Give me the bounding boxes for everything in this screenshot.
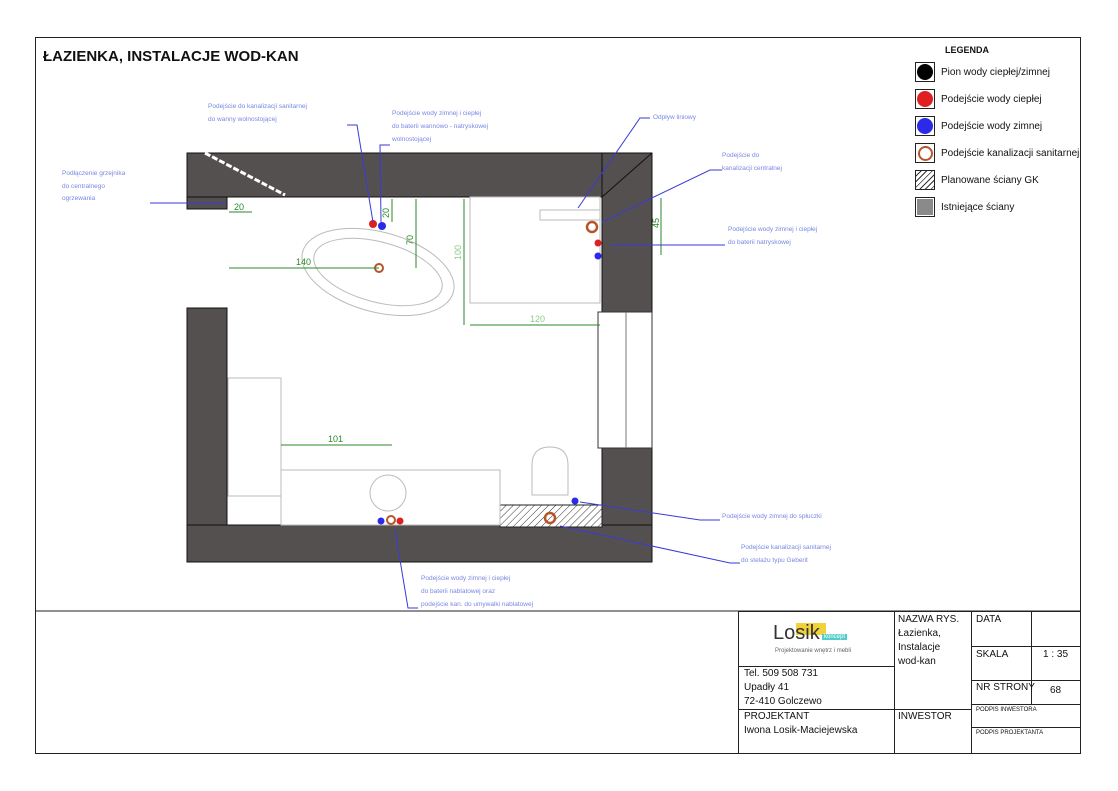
svg-text:70: 70 xyxy=(405,235,415,245)
svg-text:Podejście wody zimnej i ciepłe: Podejście wody zimnej i ciepłej xyxy=(421,575,510,582)
svg-text:kanalizacji centralnej: kanalizacji centralnej xyxy=(722,165,782,172)
svg-text:Podejście do kanalizacji sanit: Podejście do kanalizacji sanitarnej xyxy=(208,103,307,110)
svg-text:101: 101 xyxy=(328,434,343,444)
svg-text:do baterii wannowo - natryskow: do baterii wannowo - natryskowej xyxy=(392,123,488,130)
cold-water-icon xyxy=(917,118,933,134)
drawing-title: ŁAZIENKA, INSTALACJE WOD-KAN xyxy=(43,48,299,65)
svg-text:do wanny wolnostojącej: do wanny wolnostojącej xyxy=(208,116,277,123)
dimension-labels: 20 20 70 140 100 120 45 101 xyxy=(234,202,661,444)
legend: LEGENDA Pion wody ciepłej/zimnej Podejśc… xyxy=(915,45,1079,223)
legend-item: Podejście wody ciepłej xyxy=(915,88,1079,110)
legend-item: Podejście wody zimnej xyxy=(915,115,1079,137)
svg-text:Podejście wody zimnej do spłuc: Podejście wody zimnej do spłuczki xyxy=(722,513,822,520)
svg-text:45: 45 xyxy=(651,218,661,228)
svg-text:do baterii nablatowej oraz: do baterii nablatowej oraz xyxy=(421,588,495,595)
dimension-lines xyxy=(229,198,662,446)
svg-text:wolnostojącej: wolnostojącej xyxy=(391,136,431,143)
logo-cell: Losik koncept Projektowanie wnętrz i meb… xyxy=(738,611,895,667)
pipe-points xyxy=(369,220,602,525)
svg-text:20: 20 xyxy=(381,208,391,218)
legend-item: Istniejące ściany xyxy=(915,196,1079,218)
window xyxy=(597,311,653,449)
black-riser-icon xyxy=(917,64,933,80)
svg-text:do stelażu typu Geberit: do stelażu typu Geberit xyxy=(741,557,808,564)
bathtub xyxy=(301,227,455,317)
svg-text:podejście kan. do umywalki nab: podejście kan. do umywalki nablatowej xyxy=(421,601,533,608)
legend-item: Podejście kanalizacji sanitarnej xyxy=(915,142,1079,164)
sheet-frame xyxy=(35,37,1081,754)
logo: Losik xyxy=(773,622,820,644)
legend-item: Planowane ściany GK xyxy=(915,169,1079,191)
walls xyxy=(186,152,653,563)
svg-text:do baterii natryskowej: do baterii natryskowej xyxy=(728,239,791,246)
svg-text:100: 100 xyxy=(453,245,463,260)
legend-heading: LEGENDA xyxy=(945,45,990,55)
svg-text:ogrzewania: ogrzewania xyxy=(62,195,96,202)
svg-text:20: 20 xyxy=(234,202,244,212)
annotations: Podłączenie grzejnika do centralnego ogrze… xyxy=(62,103,831,608)
hot-water-icon xyxy=(917,91,933,107)
sink xyxy=(369,474,407,512)
fixtures xyxy=(227,196,601,526)
svg-text:Podejście wody zimnej i ciepłe: Podejście wody zimnej i ciepłej xyxy=(728,226,817,233)
svg-text:Podejście wody zimnej i ciepłe: Podejście wody zimnej i ciepłej xyxy=(392,110,481,117)
svg-text:120: 120 xyxy=(530,314,545,324)
svg-text:Podejście do: Podejście do xyxy=(722,152,760,159)
svg-text:do centralnego: do centralnego xyxy=(62,183,105,190)
svg-text:Podłączenie grzejnika: Podłączenie grzejnika xyxy=(62,170,126,177)
legend-item: Pion wody ciepłej/zimnej xyxy=(915,61,1079,83)
sewage-icon xyxy=(917,145,933,161)
svg-text:Odpływ liniowy: Odpływ liniowy xyxy=(653,114,697,121)
svg-text:140: 140 xyxy=(296,257,311,267)
svg-text:Podejście kanalizacji sanitarn: Podejście kanalizacji sanitarnej xyxy=(741,544,831,551)
hatch-icon xyxy=(915,170,935,190)
existing-wall-icon xyxy=(917,199,933,215)
leader-lines xyxy=(150,117,740,609)
toilet xyxy=(531,446,569,496)
cabinet xyxy=(227,377,282,497)
